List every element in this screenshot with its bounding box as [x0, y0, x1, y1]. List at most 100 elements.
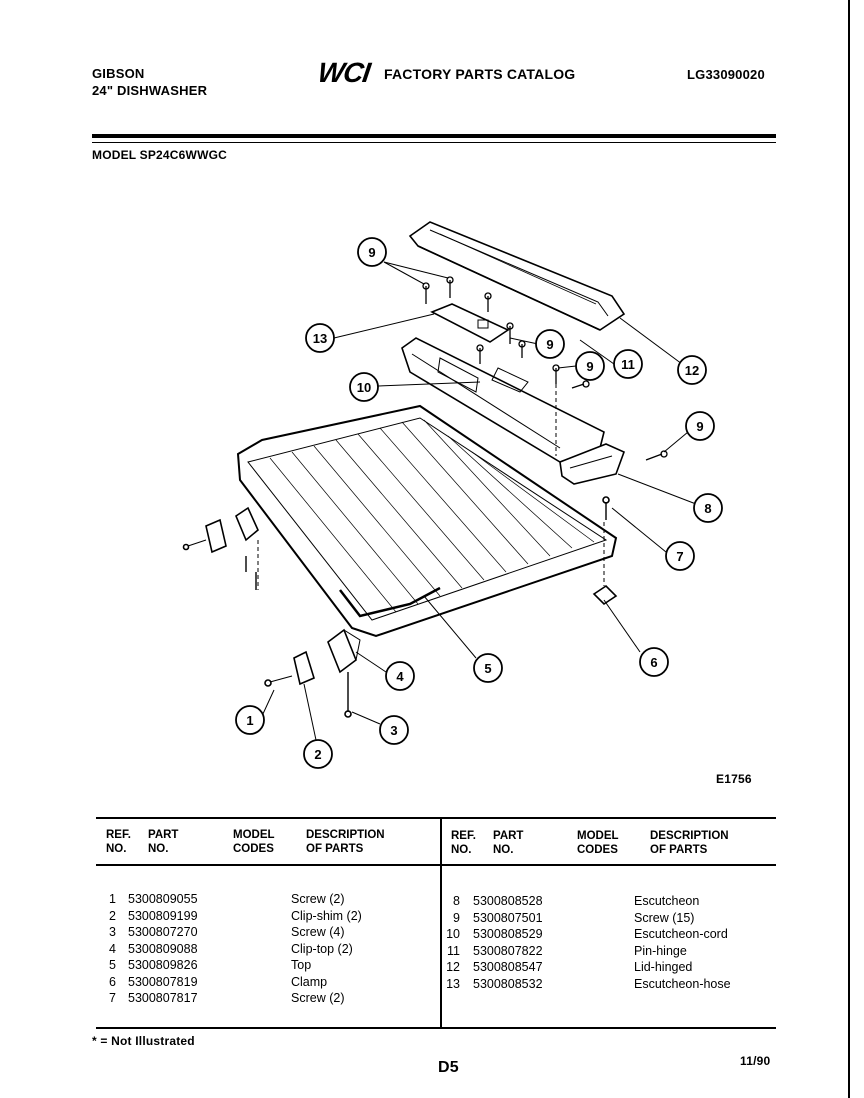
ref-number: 6 [109, 974, 116, 989]
ref-number: 9 [453, 910, 460, 925]
table-row: 12 5300808547 Lid-hinged [440, 959, 776, 976]
page-code: D5 [438, 1059, 459, 1076]
table-top-rule [96, 817, 776, 819]
callout-13: 13 [313, 331, 327, 346]
ref-number: 5 [109, 958, 116, 972]
table-row: 3 5300807270 Screw (4) [96, 924, 436, 941]
part-description: Lid-hinged [634, 960, 693, 974]
part-number: 5300809826 [128, 958, 198, 972]
callout-8: 8 [704, 501, 711, 516]
part-number: 5300808532 [473, 976, 543, 991]
top-part [236, 404, 618, 638]
model-label: MODEL SP24C6WWGC [92, 148, 227, 162]
part-description: Clip-shim (2) [291, 908, 362, 923]
part-number: 5300807822 [473, 943, 543, 958]
callout-9: 9 [586, 359, 593, 374]
table-row: 9 5300807501 Screw (15) [440, 910, 776, 927]
callout-2: 2 [314, 747, 321, 762]
clip-top-part [327, 628, 361, 718]
part-description: Screw (2) [291, 892, 345, 906]
part-description: Clamp [291, 974, 328, 989]
part-description: Clip-top (2) [291, 941, 353, 956]
part-description: Escutcheon-hose [634, 976, 731, 991]
clip-shim-part [264, 650, 315, 687]
rear-clip-left [182, 506, 259, 590]
ref-number: 8 [453, 894, 460, 908]
ref-number: 12 [446, 960, 460, 974]
table-row: 4 5300809088 Clip-top (2) [96, 941, 436, 958]
part-number: 5300809088 [128, 941, 198, 956]
brand-name: GIBSON [92, 66, 145, 81]
part-description: Screw (2) [291, 991, 345, 1005]
table-header-rule [96, 864, 776, 866]
callout-1: 1 [246, 713, 253, 728]
ref-number: 7 [109, 991, 116, 1005]
table-row: 5 5300809826 Top [96, 957, 436, 974]
page-border [848, 0, 850, 1098]
callout-12: 12 [685, 363, 699, 378]
callout-9: 9 [368, 245, 375, 260]
header-ref-no: REF.NO. [106, 829, 131, 855]
callout-6: 6 [650, 655, 657, 670]
ref-number: 4 [109, 941, 116, 956]
callout-3: 3 [390, 723, 397, 738]
part-description: Screw (4) [291, 925, 345, 939]
parts-list-left: 1 5300809055 Screw (2) 2 5300809199 Clip… [96, 891, 436, 1007]
callout-9: 9 [546, 337, 553, 352]
escutcheon-hose-part [430, 303, 510, 343]
table-row: 7 5300807817 Screw (2) [96, 990, 436, 1007]
revision-date: 11/90 [740, 1054, 771, 1068]
ref-number: 2 [109, 908, 116, 923]
ref-number: 3 [109, 925, 116, 939]
table-row: 8 5300808528 Escutcheon [440, 893, 776, 910]
lid-hinged-part [408, 221, 626, 331]
not-illustrated-note: * = Not Illustrated [92, 1034, 195, 1048]
ref-number: 1 [109, 892, 116, 906]
header-ref-no: REF.NO. [451, 830, 476, 856]
catalog-title: FACTORY PARTS CATALOG [384, 66, 576, 82]
part-number: 5300808529 [473, 927, 543, 941]
table-column-divider [440, 817, 442, 1029]
escutcheon-part [559, 443, 626, 485]
ref-number: 13 [446, 976, 460, 991]
table-row: 2 5300809199 Clip-shim (2) [96, 908, 436, 925]
part-number: 5300808528 [473, 894, 543, 908]
part-description: Pin-hinge [634, 943, 687, 958]
part-number: 5300807817 [128, 991, 198, 1005]
table-row: 13 5300808532 Escutcheon-hose [440, 976, 776, 993]
catalog-number: LG33090020 [687, 67, 765, 82]
exploded-parts-diagram: 9 13 9 9 11 12 10 9 8 7 6 5 4 3 1 2 [182, 221, 723, 769]
header-rule-thin [92, 142, 776, 143]
part-description: Top [291, 958, 312, 972]
product-name: 24" DISHWASHER [92, 83, 208, 98]
callout-9: 9 [696, 419, 703, 434]
part-number: 5300809199 [128, 908, 198, 923]
part-number: 5300809055 [128, 892, 198, 906]
part-description: Escutcheon-cord [634, 927, 728, 941]
callout-10: 10 [357, 380, 371, 395]
part-description: Screw (15) [634, 910, 695, 925]
part-description: Escutcheon [634, 894, 700, 908]
figure-id: E1756 [716, 772, 752, 786]
part-number: 5300807501 [473, 910, 543, 925]
parts-list-right: 8 5300808528 Escutcheon 9 5300807501 Scr… [440, 893, 776, 992]
table-row: 11 5300807822 Pin-hinge [440, 943, 776, 960]
table-row: 10 5300808529 Escutcheon-cord [440, 926, 776, 943]
header-rule-thick [92, 134, 776, 138]
ref-number: 10 [446, 927, 460, 941]
screw-clamp-group [592, 496, 618, 606]
table-row: 1 5300809055 Screw (2) [96, 891, 436, 908]
callout-11: 11 [621, 357, 635, 372]
part-number: 5300807270 [128, 925, 198, 939]
table-row: 6 5300807819 Clamp [96, 974, 436, 991]
screws-group [422, 276, 668, 461]
callout-7: 7 [676, 549, 683, 564]
ref-number: 11 [447, 943, 460, 958]
part-number: 5300808547 [473, 960, 543, 974]
table-bottom-rule [96, 1027, 776, 1029]
